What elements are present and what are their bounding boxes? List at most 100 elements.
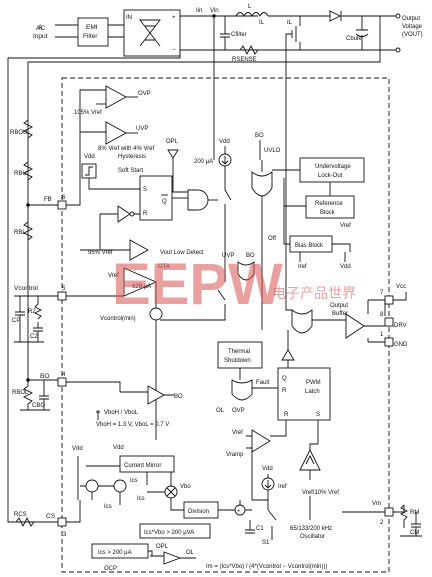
vin-label: Vin bbox=[210, 8, 219, 14]
vref105-label: 105% Vref bbox=[74, 110, 102, 116]
pwm-latch-box bbox=[277, 367, 331, 421]
ic-boundary bbox=[61, 77, 390, 573]
return-line bbox=[8, 50, 181, 59]
current-source-200ua: Vdd 200 μA bbox=[194, 139, 232, 265]
ics-vbo-box bbox=[139, 523, 211, 539]
bridge-diodes bbox=[139, 19, 161, 47]
fb-node bbox=[26, 203, 30, 207]
ramp-comparator bbox=[251, 429, 271, 453]
vramp-label: Vramp bbox=[226, 452, 244, 458]
bo-pin-label: BO bbox=[40, 373, 49, 380]
lockout-fanout bbox=[283, 178, 331, 245]
ua200-label: 200 μA bbox=[194, 159, 213, 165]
pin-8 bbox=[384, 317, 394, 327]
vdd-osc-label: Vdd bbox=[262, 466, 273, 472]
latch-q-label: Q bbox=[282, 376, 287, 382]
drv-feedback bbox=[285, 300, 292, 311]
vcontrol-compensation: Vcontrol R2 CP C2 bbox=[12, 285, 58, 343]
switch-200ua bbox=[224, 166, 232, 245]
vout-neg-terminal bbox=[395, 47, 401, 53]
and-gate-ss bbox=[187, 189, 209, 211]
pin-5-number: 5 bbox=[62, 286, 66, 292]
power-stage: A AC Input EMI Filter IN + − Iin Vin Cfi… bbox=[7, 4, 423, 523]
inductor-l bbox=[235, 12, 269, 17]
vout-divider-line bbox=[27, 16, 381, 380]
vcc-wire bbox=[393, 292, 407, 301]
rbol-resistor bbox=[22, 380, 34, 410]
cs-pin: RCS CS bbox=[10, 500, 81, 528]
soft-start-label: Soft Start bbox=[118, 168, 143, 174]
pins: 6 5 4 3 7 8 1 2 bbox=[57, 195, 394, 538]
fault-wiring bbox=[239, 368, 278, 389]
ocp-label: OCP bbox=[104, 566, 117, 572]
protection-comparators: OVP 105% Vref UVP 8% Vref with 4% Vref H… bbox=[66, 85, 179, 251]
emi-to-bridge bbox=[108, 24, 124, 38]
r2-label: R2 bbox=[28, 309, 36, 315]
bias-block-label: Bias Block bbox=[295, 243, 324, 249]
transistor-q2 bbox=[113, 479, 127, 493]
ol-low-label: OL bbox=[186, 550, 195, 556]
ramp-oscillator: Vref Vramp Vdd Iref C1 S1 Vref/10% Vref … bbox=[226, 429, 339, 546]
vdd-top-label: Vdd bbox=[219, 139, 230, 145]
bridge-rectifier-box bbox=[123, 9, 181, 57]
iref-osc-label: Iref bbox=[278, 484, 287, 490]
emi-filter-label-2: Filter bbox=[83, 33, 98, 40]
undervoltage-label: Undervoltage bbox=[315, 164, 351, 170]
latch-inputs bbox=[270, 420, 319, 444]
l-label: L bbox=[248, 4, 252, 10]
ota-block: UVP BO OTA Vref ±28 μA Vcontrol(min) bbox=[66, 253, 255, 440]
latch-r2-label: R bbox=[284, 412, 289, 418]
bo-comparator bbox=[147, 385, 165, 405]
pwm-logic: Thermal Shutdown Fault OL OVP Q R PWM La… bbox=[216, 341, 331, 444]
pin-6 bbox=[57, 200, 67, 210]
cfilter-cap bbox=[220, 28, 230, 50]
latch-r-label: R bbox=[282, 388, 287, 394]
vdd-ss-label: Vdd bbox=[84, 154, 95, 160]
output-buffer-label-2: Buffer bbox=[332, 311, 348, 317]
ovp-low-label: OVP bbox=[232, 408, 245, 414]
cbulk-label: Cbulk bbox=[346, 36, 362, 42]
oscillator-label: 65/133/200 kHz bbox=[290, 526, 332, 532]
ac-input-label: A bbox=[38, 24, 43, 31]
or-gate-drv bbox=[291, 309, 313, 334]
vdd-bias-label: Vdd bbox=[340, 264, 351, 270]
vm-wires bbox=[342, 505, 405, 513]
rbu-label: RBU bbox=[14, 171, 27, 177]
opl-low-label: OPL bbox=[156, 544, 169, 550]
soft-start-timer-glyph bbox=[85, 166, 93, 176]
pwm-latch-label: PWM bbox=[306, 380, 321, 386]
ac-lines bbox=[55, 24, 78, 38]
eepw-watermark-cn: 电子产品世界 bbox=[272, 286, 356, 302]
thermal-label: Thermal bbox=[228, 349, 250, 355]
bo-wiring bbox=[28, 379, 121, 392]
c1-label: C1 bbox=[256, 526, 264, 532]
pin-4-number: 4 bbox=[62, 372, 66, 378]
rsense-label: RSENSE bbox=[232, 57, 257, 63]
ics2-label: Ics bbox=[137, 496, 145, 502]
vcontrol-label: Vcontrol bbox=[14, 285, 38, 292]
cm-label: CM bbox=[410, 530, 419, 536]
im-equation: Im = (Ics*Vbo) / (4*(Vcontrol − Vcontrol… bbox=[206, 564, 327, 570]
output-voltage-label-2: Voltage bbox=[402, 24, 423, 30]
vref-ref-label: Vref bbox=[340, 223, 351, 229]
uvlo-label: UVLO bbox=[264, 148, 281, 154]
c2-label: C2 bbox=[30, 334, 38, 340]
latch-buffer bbox=[281, 349, 295, 361]
rbou-label: RBOU bbox=[10, 130, 27, 136]
uvp-comparator bbox=[105, 121, 127, 145]
rm-resistor bbox=[399, 504, 409, 528]
bo-comp-wiring bbox=[120, 391, 174, 396]
rbl-resistor bbox=[22, 221, 34, 241]
vm-pin: Vm RM CM bbox=[342, 501, 422, 537]
ovp-comparator bbox=[105, 85, 127, 109]
pin-1 bbox=[384, 337, 394, 347]
vout-low-label: Vout Low Detect bbox=[160, 250, 204, 256]
undervoltage-lockout-box bbox=[299, 157, 365, 183]
uvp-mid-label: UVP bbox=[222, 253, 234, 259]
latch-s-label: S bbox=[316, 412, 320, 418]
vout-low-detect: 95% Vref Vout Low Detect bbox=[88, 239, 204, 261]
pin-7-number: 7 bbox=[380, 290, 384, 296]
fb-distribution bbox=[66, 89, 130, 251]
s1-label: S1 bbox=[262, 540, 270, 546]
pin-4 bbox=[57, 377, 67, 387]
